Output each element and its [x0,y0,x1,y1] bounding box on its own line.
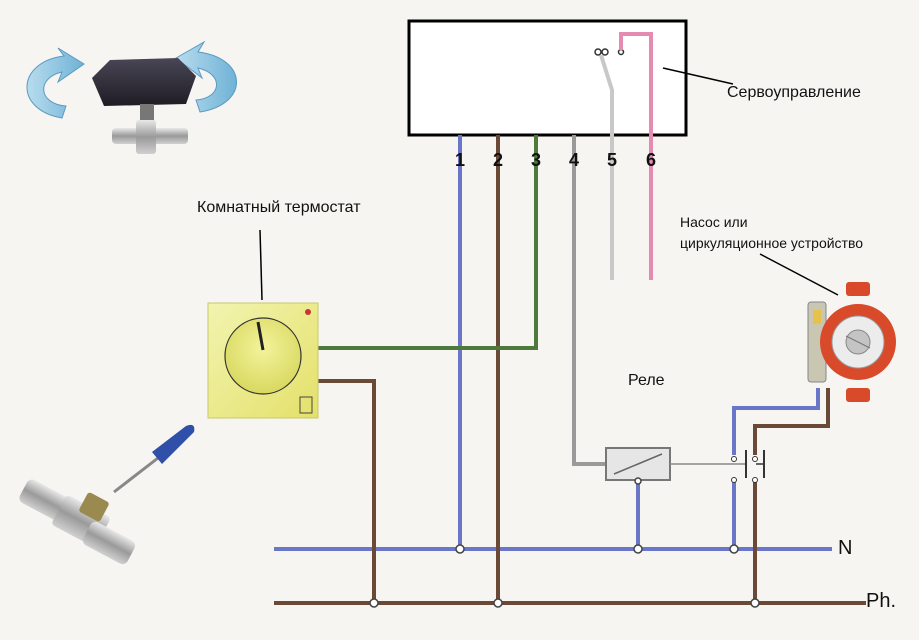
terminal-4-label: 4 [568,150,579,170]
terminal-3-label: 3 [530,150,541,170]
wire-pump-phase-out [753,388,830,455]
terminal-6-label: 6 [645,150,656,170]
wire-terminal-4 [572,135,606,466]
wire-terminal-3 [318,135,538,350]
circulation-pump-icon [807,282,896,402]
servo-label-leader [662,67,734,85]
pump-label-line2: циркуляционное устройство [680,235,864,251]
pump-label-line1: Насос или [680,214,748,230]
pump-label: Насос или циркуляционное устройство [680,212,863,254]
room-thermostat-icon [207,302,319,419]
junction-dots [369,477,760,608]
terminal-5-label: 5 [606,150,617,170]
manual-valve-icon [19,479,136,565]
wire-thermostat-phase [318,379,376,603]
servo-control-box [407,19,688,137]
phase-label: Ph. [866,590,897,612]
relay-label: Реле [628,372,665,389]
terminal-2-label: 2 [492,150,503,170]
neutral-label: N [838,537,853,559]
motorized-valve-icon [26,40,237,154]
servo-label: Сервоуправление [727,84,861,101]
thermostat-label-leader [259,229,263,301]
pump-label-leader [759,253,839,296]
thermostat-label: Комнатный термостат [197,199,361,216]
rotation-arrows-icon [26,47,85,119]
servo-internal-contact [594,32,653,280]
terminal-1-label: 1 [454,150,465,170]
screwdriver-icon [113,424,195,494]
wire-pump-neutral-out [732,388,820,455]
